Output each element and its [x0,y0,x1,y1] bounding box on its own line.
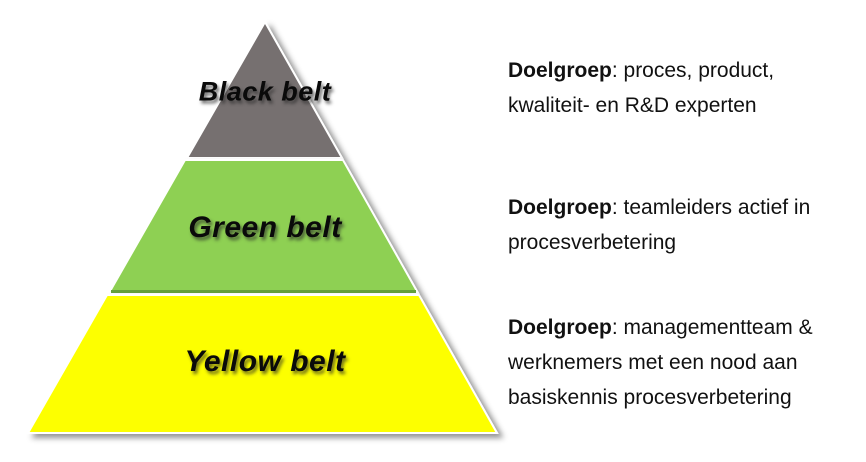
description-yellow-belt-text: : managementteam & werknemers met een no… [508,316,813,409]
description-green-belt: Doelgroep: teamleiders actief in procesv… [508,190,860,260]
description-yellow-belt: Doelgroep: managementteam & werknemers m… [508,310,860,415]
description-black-belt-text: : proces, product, kwaliteit- en R&D exp… [508,59,775,117]
pyramid-level-yellow-belt [26,294,499,434]
description-black-belt-title: Doelgroep [508,59,612,82]
description-green-belt-title: Doelgroep [508,196,612,219]
description-black-belt: Doelgroep: proces, product, kwaliteit- e… [508,53,860,123]
black-belt-label: Black belt [198,76,332,107]
description-yellow-belt-title: Doelgroep [508,316,612,339]
pyramid-level-green-belt [107,159,420,294]
pyramid-level-black-belt [185,19,344,159]
yellow-belt-label: Yellow belt [184,345,346,378]
description-green-belt-text: : teamleiders actief in procesverbeterin… [508,196,811,254]
green-belt-label: Green belt [188,211,342,244]
